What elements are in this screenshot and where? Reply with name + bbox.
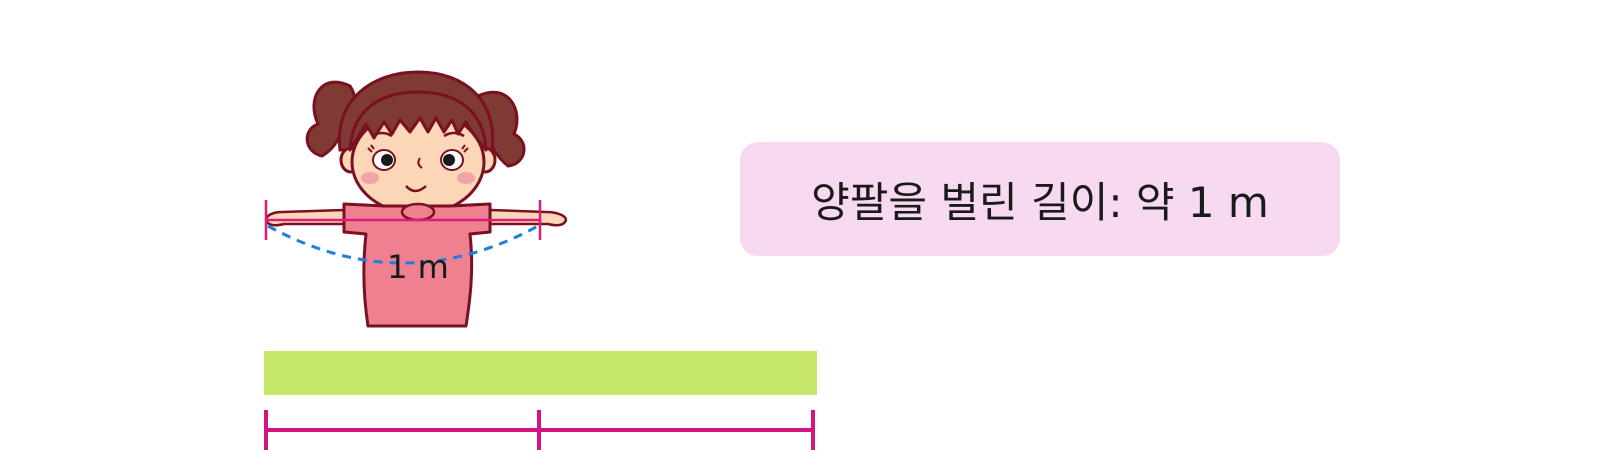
arm-span-label: 1 m [387,248,449,286]
girl-figure-icon [264,70,568,328]
arm-span-arc [267,224,539,265]
arm-span-callout: 양팔을 벌린 길이: 약 1 m [740,142,1340,256]
arm-span-measure: 1 m [264,200,542,286]
measured-bar [264,351,817,395]
arm-span-ruler [264,410,815,450]
arm-span-callout-text: 양팔을 벌린 길이: 약 1 m [811,177,1269,227]
